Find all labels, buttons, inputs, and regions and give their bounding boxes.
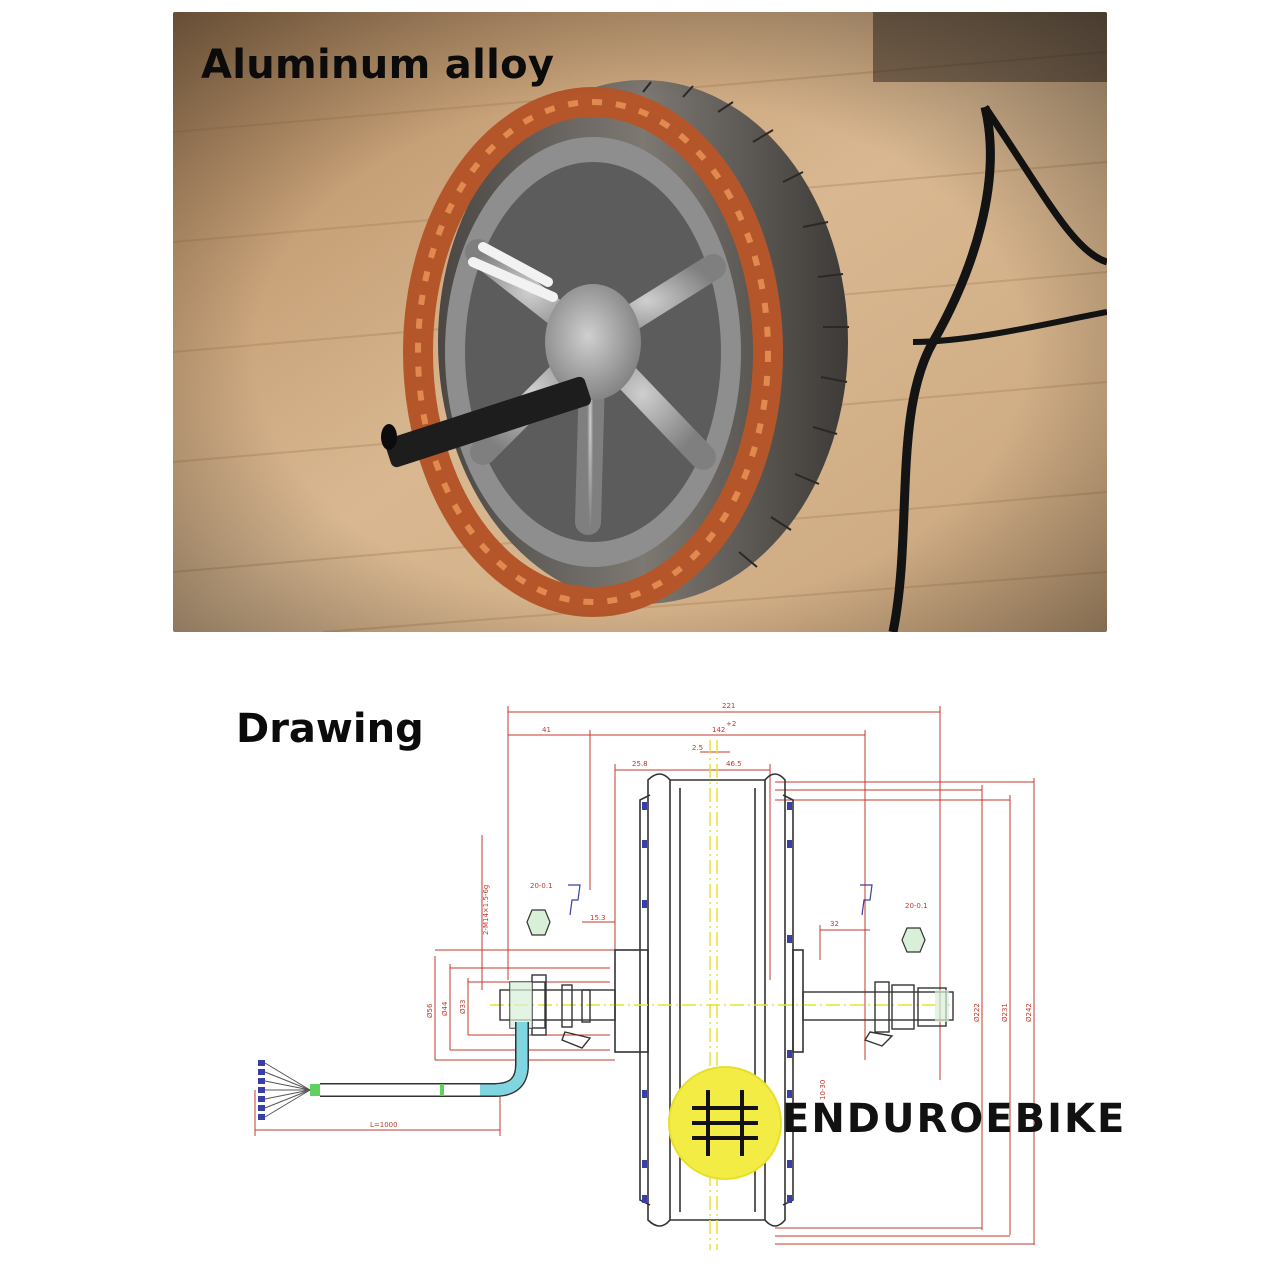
motor-drawing: 221 41 142 +2 25.8 2.5 46.5 15.3 32 Ø56 …	[254, 702, 1035, 1250]
dim-dia-56: Ø56	[426, 1003, 434, 1018]
dim-axle-left: 15.3	[590, 914, 606, 922]
brand-name: ENDUROEBIKE	[782, 1096, 1127, 1142]
dim-center-gap: 2.5	[692, 744, 703, 752]
dim-center-width: 142	[712, 726, 725, 734]
right-axle	[802, 981, 954, 1047]
cable-leads	[264, 1062, 311, 1118]
lead-terminals	[258, 1060, 265, 1120]
dim-dia-242: Ø242	[1025, 1003, 1033, 1022]
technical-drawing: 221 41 142 +2 25.8 2.5 46.5 15.3 32 Ø56 …	[170, 660, 1124, 1270]
dim-dia-33: Ø33	[459, 1000, 467, 1014]
dim-overall-width: 221	[722, 702, 735, 710]
hub-bolts	[642, 802, 792, 1203]
dim-dia-231: Ø231	[1001, 1003, 1009, 1022]
centerlines	[490, 740, 950, 1250]
dim-thread-right: 10-30	[819, 1080, 827, 1100]
dim-center-width-tol: +2	[726, 720, 736, 728]
dim-dia-44: Ø44	[441, 1001, 449, 1016]
dim-thread-left: 2-M14×1.5-6g	[482, 885, 490, 935]
dim-flange-left: 25.8	[632, 760, 648, 768]
torque-washers	[568, 884, 873, 916]
dim-flange-right: 46.5	[726, 760, 742, 768]
stator-illustration	[173, 12, 1107, 632]
stator-photo: Aluminum alloy	[173, 12, 1107, 632]
dim-nut-left: 20-0.1	[530, 882, 553, 890]
dim-cable-length: L=1000	[370, 1121, 398, 1129]
photo-caption: Aluminum alloy	[201, 42, 555, 88]
drawing-caption: Drawing	[236, 706, 424, 752]
dim-nut-right: 20-0.1	[905, 902, 928, 910]
dim-axle-right: 32	[830, 920, 839, 928]
dimension-lines	[254, 706, 1035, 1245]
dim-dia-222: Ø222	[973, 1003, 981, 1022]
axle-nuts	[526, 909, 926, 953]
brand-logo-mark	[692, 1090, 758, 1156]
motor-cable-drawing	[258, 1022, 529, 1120]
dim-left-offset: 41	[542, 726, 551, 734]
brand-logo	[668, 1066, 782, 1180]
